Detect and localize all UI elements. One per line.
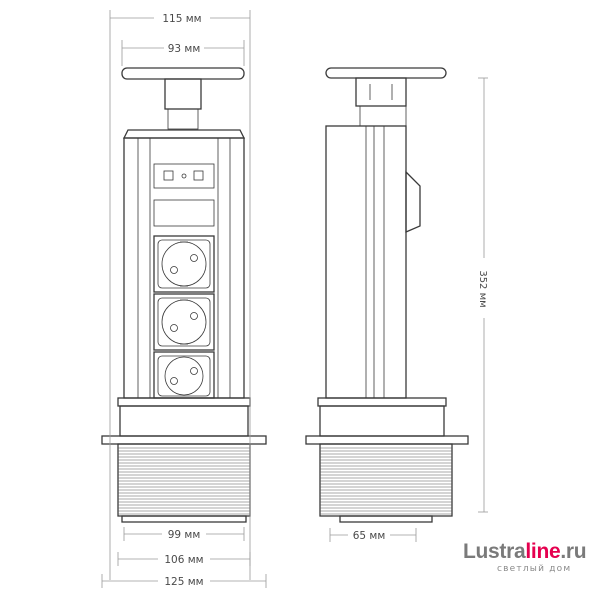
front-cap — [121, 67, 245, 80]
dim-side-base: 65 мм — [353, 530, 386, 542]
front-body — [123, 137, 245, 399]
usb-port-1 — [163, 170, 174, 181]
dim-height: 352 мм — [477, 270, 488, 307]
dim-top-width: 115 мм — [162, 13, 201, 25]
dim-base-99: 99 мм — [168, 529, 201, 541]
front-view — [101, 67, 267, 523]
dim-base-125: 125 мм — [164, 576, 203, 588]
side-flange — [319, 405, 445, 437]
usb-port-2 — [193, 170, 204, 181]
front-neck — [164, 78, 202, 110]
side-clip — [405, 170, 421, 233]
socket-2 — [153, 293, 215, 351]
lustraline-logo[interactable]: Lustraline.ru светлый дом — [463, 540, 593, 590]
socket-3 — [153, 351, 215, 399]
side-view — [305, 67, 469, 523]
front-flange — [119, 405, 249, 437]
dim-cap-width: 93 мм — [168, 43, 201, 55]
side-cap — [325, 67, 447, 79]
logo-part-3: .ru — [560, 540, 587, 563]
dimension-lines — [101, 10, 488, 588]
logo-part-2: line — [525, 540, 561, 563]
usb-panel — [153, 163, 215, 189]
logo-part-1: Lustra — [463, 540, 526, 563]
socket-1 — [153, 235, 215, 293]
dim-base-106: 106 мм — [164, 554, 203, 566]
logo-tagline: светлый дом — [497, 564, 572, 574]
logo-wordmark: Lustraline.ru — [463, 540, 587, 564]
